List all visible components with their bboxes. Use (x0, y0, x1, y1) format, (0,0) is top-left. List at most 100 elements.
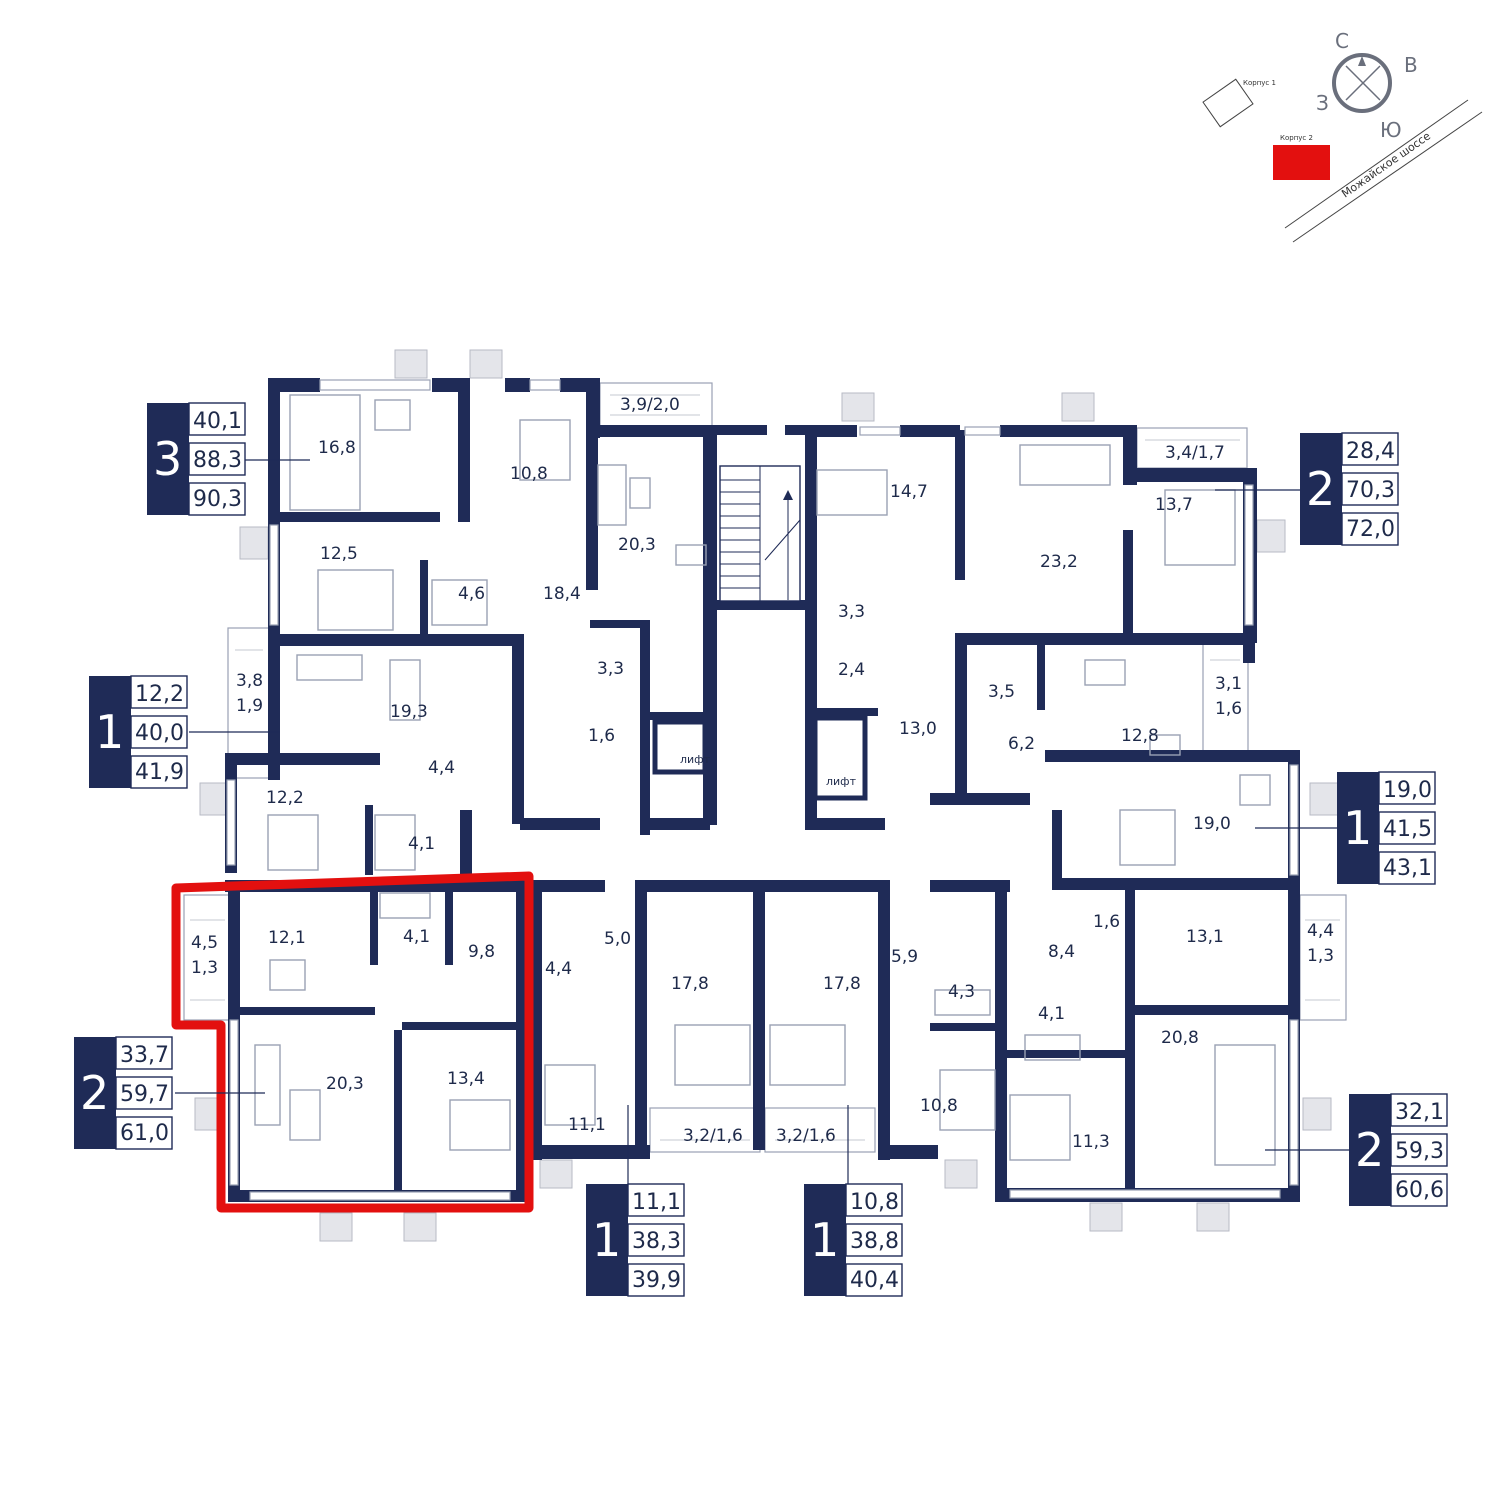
armchair-icon (1239, 774, 1271, 806)
furniture (254, 394, 1276, 1166)
dining-table-icon (1149, 734, 1181, 756)
loggia-area: 4,4 (1307, 921, 1334, 941)
badge-room-count: 1 (810, 1213, 839, 1267)
badge-living-area: 32,1 (1395, 1100, 1444, 1125)
loggia-area: 1,3 (1307, 946, 1334, 966)
loggia-area: 3,1 (1215, 674, 1242, 694)
badge-total-area: 59,7 (120, 1082, 169, 1107)
room-area: 3,3 (838, 602, 865, 622)
room-area: 18,4 (543, 584, 581, 604)
bed-icon (544, 1064, 596, 1126)
room-area: 4,6 (458, 584, 485, 604)
compass: С В Ю З (1316, 29, 1418, 142)
building-2-label: Корпус 2 (1280, 134, 1313, 142)
armchair-icon (374, 399, 411, 431)
building-2-marker[interactable]: Корпус 2 (1273, 134, 1330, 180)
bed-icon (1119, 809, 1176, 866)
room-area: 1,6 (1093, 912, 1120, 932)
bed-icon (289, 394, 361, 511)
room-area: 19,3 (390, 702, 428, 722)
room-area: 4,1 (1038, 1004, 1065, 1024)
badge-area-with-balcony: 61,0 (120, 1121, 169, 1146)
lift-right[interactable]: лифт (812, 715, 868, 801)
balconies (183, 382, 1347, 1153)
loggia-right-1 (1202, 639, 1249, 756)
lift-left[interactable]: лифт (652, 719, 711, 775)
room-area: 10,8 (510, 464, 548, 484)
kitchen-icon (1084, 659, 1126, 686)
room-area: 20,8 (1161, 1028, 1199, 1048)
bathtub-icon (431, 579, 488, 626)
lift-left-label: лифт (680, 753, 711, 766)
apartment-badge[interactable]: 1 12,2 40,0 41,9 (89, 675, 188, 789)
apartment-badge[interactable]: 2 28,4 70,3 72,0 (1300, 432, 1399, 546)
apartment-badge[interactable]: 2 33,7 59,7 61,0 (74, 1036, 173, 1150)
room-area: 3,5 (988, 682, 1015, 702)
apartment-badge[interactable]: 1 19,0 41,5 43,1 (1337, 771, 1436, 885)
room-area: 6,2 (1008, 734, 1035, 754)
badge-area-with-balcony: 41,9 (135, 760, 184, 785)
bathtub-icon (379, 892, 431, 919)
sofa-icon (769, 1024, 846, 1086)
room-area: 9,8 (468, 942, 495, 962)
bed-icon (939, 1069, 996, 1131)
room-area: 23,2 (1040, 552, 1078, 572)
bathtub-icon (934, 989, 991, 1016)
sofa-icon (254, 1044, 281, 1126)
badge-room-count: 1 (592, 1213, 621, 1267)
room-area: 1,6 (588, 726, 615, 746)
loggia-right-2 (1299, 894, 1347, 1021)
badge-living-area: 40,1 (193, 409, 242, 434)
apartment-badge[interactable]: 2 32,1 59,3 60,6 (1349, 1093, 1448, 1207)
room-area: 13,0 (899, 719, 937, 739)
loggia-left-2 (183, 894, 231, 1021)
room-area: 13,4 (447, 1069, 485, 1089)
badge-total-area: 38,8 (850, 1229, 899, 1254)
walls (225, 378, 1300, 1202)
badge-area-with-balcony: 39,9 (632, 1268, 681, 1293)
badge-living-area: 10,8 (850, 1190, 899, 1215)
bathtub-icon (374, 814, 416, 871)
badge-room-count: 1 (95, 705, 124, 759)
room-area: 10,8 (920, 1096, 958, 1116)
bed-icon (1009, 1094, 1071, 1161)
apartment-badge[interactable]: 1 10,8 38,8 40,4 (804, 1183, 903, 1297)
badge-area-with-balcony: 40,4 (850, 1268, 899, 1293)
site-map: Корпус 1 Корпус 2 Можайское шоссе С В Ю … (1202, 29, 1483, 243)
room-area: 20,3 (618, 535, 656, 555)
bed-icon (317, 569, 394, 631)
compass-south: Ю (1380, 118, 1402, 142)
dining-table-icon (389, 659, 421, 721)
selected-apartment-outline[interactable] (171, 871, 534, 1213)
room-area: 13,7 (1155, 495, 1193, 515)
room-area: 11,3 (1072, 1132, 1110, 1152)
badge-room-count: 3 (153, 432, 182, 486)
badge-room-count: 2 (80, 1066, 109, 1120)
loggia-area: 1,6 (1215, 699, 1242, 719)
room-area: 14,7 (890, 482, 928, 502)
room-area: 20,3 (326, 1074, 364, 1094)
bed-icon (816, 469, 888, 516)
apartment-badge[interactable]: 1 11,1 38,3 39,9 (586, 1183, 685, 1297)
stairs-up-arrow-icon (783, 490, 793, 500)
badge-living-area: 11,1 (632, 1190, 681, 1215)
room-area: 2,4 (838, 660, 865, 680)
apartment-badge[interactable]: 3 40,1 88,3 90,3 (147, 402, 246, 516)
north-arrow-icon (1358, 56, 1366, 66)
badge-total-area: 70,3 (1346, 478, 1395, 503)
loggia-area: 4,5 (191, 933, 218, 953)
balcony-area: 3,2/1,6 (776, 1126, 836, 1146)
badge-total-area: 38,3 (632, 1229, 681, 1254)
badge-area-with-balcony: 72,0 (1346, 517, 1395, 542)
compass-north: С (1335, 29, 1349, 53)
room-area: 5,9 (891, 947, 918, 967)
balcony-area: 3,9/2,0 (620, 395, 680, 415)
rug-icon (629, 477, 651, 509)
room-area: 4,4 (545, 959, 572, 979)
compass-east: В (1404, 53, 1418, 77)
window-stubs (194, 349, 1339, 1242)
room-area: 17,8 (823, 974, 861, 994)
building-1-marker[interactable]: Корпус 1 (1202, 78, 1276, 128)
room-area: 3,3 (597, 659, 624, 679)
